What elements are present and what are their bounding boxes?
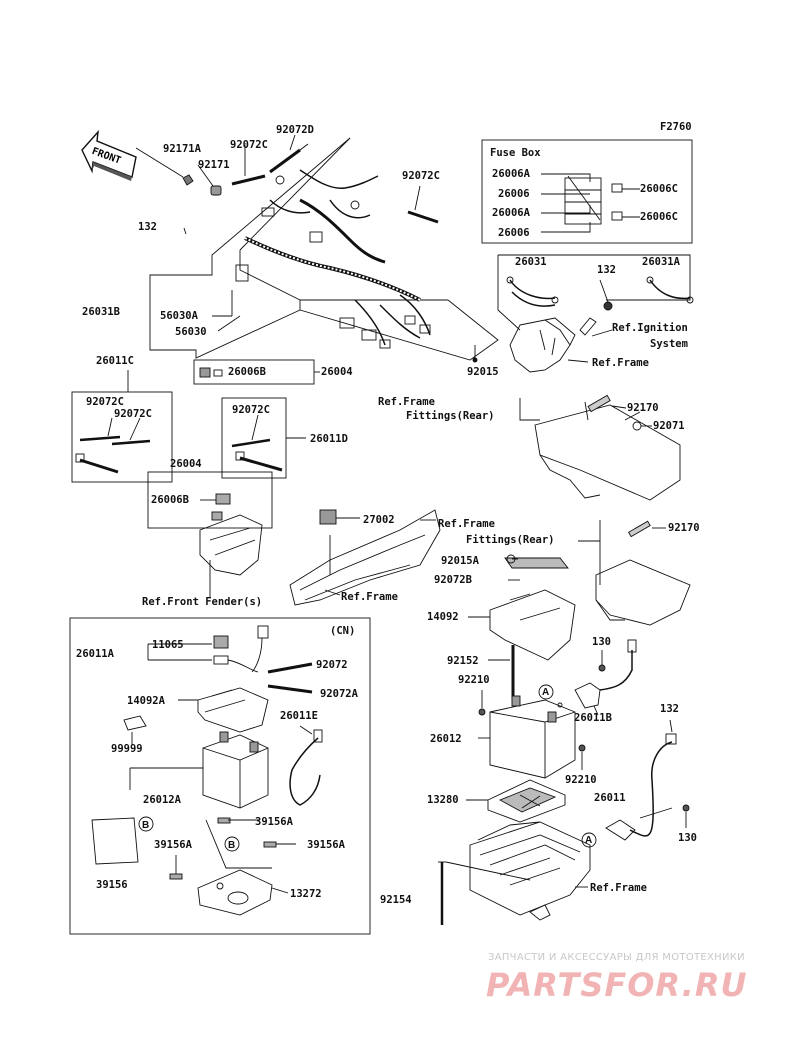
label-92152: 92152 [447, 655, 479, 667]
label-13272: 13272 [290, 888, 322, 900]
label-26011e: 26011E [280, 710, 318, 722]
label-92170-top: 92170 [627, 402, 659, 414]
label-92072b: 92072B [434, 574, 472, 586]
label-99999: 99999 [111, 743, 143, 755]
callout-b-left: B [142, 820, 149, 831]
label-39156a-3: 39156A [307, 839, 345, 851]
label-26011b: 26011B [574, 712, 612, 724]
label-92171a: 92171A [163, 143, 201, 155]
label-cn: (CN) [330, 625, 356, 637]
top-left-clips [135, 134, 439, 235]
label-92072a: 92072A [320, 688, 358, 700]
label-13280: 13280 [427, 794, 459, 806]
label-92015: 92015 [467, 366, 499, 378]
cable-26011b [557, 639, 637, 716]
label-92210-top: 92210 [458, 674, 490, 686]
label-56030a: 56030A [160, 310, 198, 322]
label-92072c-c2: 92072C [114, 408, 152, 420]
label-26006-2: 26006 [498, 227, 530, 239]
label-26006c-2: 26006C [640, 211, 678, 223]
callout-a-bottom: A [585, 835, 592, 846]
callout-a-top: A [542, 687, 549, 698]
ref-ignition-line2: System [650, 338, 688, 350]
label-26031b: 26031B [82, 306, 120, 318]
front-arrow-icon [81, 129, 137, 181]
watermark-tagline: ЗАПЧАСТИ И АКСЕССУАРЫ ДЛЯ МОТОТЕХНИКИ [488, 952, 745, 963]
label-26031a: 26031A [642, 256, 680, 268]
label-92072c-top: 92072C [230, 139, 268, 151]
group-26011d [221, 397, 306, 479]
battery-case-right [468, 554, 576, 700]
label-26011a: 26011A [76, 648, 114, 660]
label-26006b-lower: 26006B [151, 494, 189, 506]
label-92170-bottom: 92170 [668, 522, 700, 534]
label-92071: 92071 [653, 420, 685, 432]
label-26006a-2: 26006A [492, 207, 530, 219]
cable-26011 [605, 719, 690, 841]
label-26012a: 26012A [143, 794, 181, 806]
label-39156a-2: 39156A [154, 839, 192, 851]
fuse-box [481, 139, 693, 244]
label-26012: 26012 [430, 733, 462, 745]
label-56030: 56030 [175, 326, 207, 338]
label-26006c-1: 26006C [640, 183, 678, 195]
ref-ignition-line1: Ref.Ignition [612, 322, 688, 334]
label-26031: 26031 [515, 256, 547, 268]
ref-front-fender: Ref.Front Fender(s) [142, 596, 263, 608]
label-92072d: 92072D [276, 124, 314, 136]
battery-holder-frame [438, 821, 591, 925]
label-92015a: 92015A [441, 555, 479, 567]
rear-fittings-bottom [578, 520, 691, 626]
ignition-harness [497, 254, 694, 373]
ref-frame-bottom: Ref.Frame [590, 882, 647, 894]
label-130-top: 130 [592, 636, 611, 648]
fuse-26006b [193, 345, 478, 385]
label-14092: 14092 [427, 611, 459, 623]
label-132-ign: 132 [597, 264, 616, 276]
callout-b-center: B [228, 840, 235, 851]
label-92154: 92154 [380, 894, 412, 906]
label-92072c-right: 92072C [402, 170, 440, 182]
watermark-logo: PARTSFOR.RU [486, 966, 748, 1004]
label-26011d: 26011D [310, 433, 348, 445]
ref-frame-fittings-3: Ref.Frame [438, 518, 495, 530]
battery-right [478, 684, 586, 779]
label-14092a: 14092A [127, 695, 165, 707]
ref-frame-fittings-1: Ref.Frame [378, 396, 435, 408]
label-26004-lower: 26004 [170, 458, 202, 470]
label-132-right: 132 [660, 703, 679, 715]
group-26011c [71, 370, 173, 483]
group-26004-lower [147, 471, 273, 598]
fuse-box-title: Fuse Box [490, 147, 541, 159]
label-130-bottom: 130 [678, 832, 697, 844]
label-11065: 11065 [152, 639, 184, 651]
label-26004-top: 26004 [321, 366, 353, 378]
rear-fittings-top [519, 394, 681, 501]
label-26006a-1: 26006A [492, 168, 530, 180]
label-39156a-1: 39156A [255, 816, 293, 828]
label-27002: 27002 [363, 514, 395, 526]
label-132-top: 132 [138, 221, 157, 233]
label-26011c: 26011C [96, 355, 134, 367]
diagram-code: F2760 [660, 121, 692, 133]
main-harness [149, 137, 499, 361]
label-92210-bottom: 92210 [565, 774, 597, 786]
label-92171: 92171 [198, 159, 230, 171]
label-39156: 39156 [96, 879, 128, 891]
cn-box [69, 617, 371, 935]
ref-frame-ign: Ref.Frame [592, 357, 649, 369]
tray-13280 [466, 779, 566, 823]
ref-frame-fittings-4: Fittings(Rear) [466, 534, 555, 546]
ref-frame-fittings-2: Fittings(Rear) [406, 410, 495, 422]
label-92072c-d: 92072C [232, 404, 270, 416]
label-92072c-c1: 92072C [86, 396, 124, 408]
ref-frame-mid: Ref.Frame [341, 591, 398, 603]
label-92072: 92072 [316, 659, 348, 671]
frame [289, 509, 441, 606]
label-26006-1: 26006 [498, 188, 530, 200]
label-26006b-top: 26006B [228, 366, 266, 378]
label-26011: 26011 [594, 792, 626, 804]
